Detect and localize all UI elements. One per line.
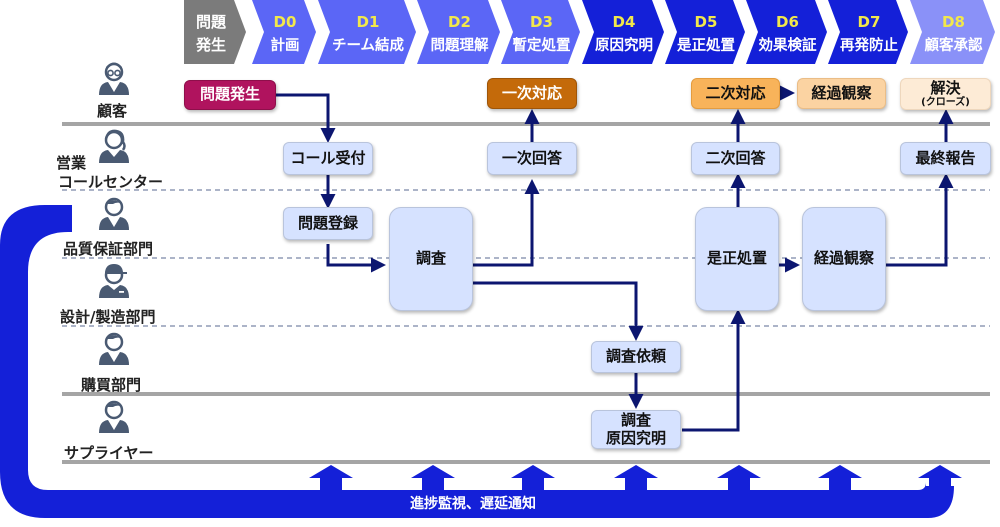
- lane-label-design-manufacturing: 設計/製造部門: [60, 308, 156, 326]
- header-step-label: 顧客承認: [925, 36, 983, 54]
- header-step-d1: [318, 0, 416, 64]
- header-step-d5: [665, 0, 745, 64]
- lane-label-purchasing: 購買部門: [81, 376, 142, 394]
- up-arrow-icon: [717, 465, 761, 492]
- header-step-label: 効果検証: [759, 36, 817, 54]
- lane-label-customer: 顧客: [97, 102, 128, 120]
- header-step-label: 計画: [271, 36, 300, 54]
- node-final-report[interactable]: 最終報告: [900, 142, 991, 175]
- node-resolved[interactable]: 解決 (クローズ): [900, 78, 991, 110]
- worker-cap-icon: [99, 264, 129, 298]
- header-start-line1: 問題: [196, 13, 227, 31]
- header-step-d2: [417, 0, 500, 64]
- node-supplier-investigation[interactable]: 調査 原因究明: [591, 410, 681, 449]
- node-supplier-investigation-line1: 調査: [620, 411, 651, 430]
- header-steps: 問題発生 D0 計画 D1 チーム結成 D2 問題理解 D3 暫定処置 D4 原因究明 D5 是正処置 D…: [184, 0, 995, 64]
- up-arrow-icon: [411, 465, 455, 492]
- connector-investigation-to-request: [472, 281, 644, 341]
- node-resolved-title: 解決: [930, 78, 961, 97]
- connector-investigation-to-first-answer: [472, 179, 540, 267]
- up-arrow-icon: [614, 465, 658, 492]
- node-call-intake[interactable]: コール受付: [283, 142, 373, 175]
- lane-label-supplier: サプライヤー: [64, 444, 154, 462]
- connector-followup-to-final-report: [886, 173, 954, 267]
- node-corrective-action[interactable]: 是正処置: [695, 207, 779, 311]
- header-step-code: D0: [274, 13, 297, 31]
- person-icon: [99, 332, 129, 365]
- header-step-code: D5: [695, 13, 718, 31]
- connector-supplier-to-corrective: [682, 309, 746, 432]
- node-investigation-request[interactable]: 調査依頼: [591, 341, 681, 373]
- up-arrow-icon: [918, 465, 962, 492]
- header-step-d4: [582, 0, 664, 64]
- header-step-label: 是正処置: [676, 36, 735, 54]
- header-step-d7: [828, 0, 908, 64]
- footer-progress-label: 進捗監視、遅延通知: [410, 496, 536, 512]
- header-step-code: D4: [613, 13, 636, 31]
- header-step-label: 問題理解: [431, 36, 489, 54]
- node-resolved-subtitle: (クローズ): [921, 96, 970, 108]
- header-step-code: D7: [858, 13, 881, 31]
- header-step-label: チーム結成: [332, 36, 405, 54]
- footer-up-arrows: [309, 465, 962, 492]
- node-follow-up-customer[interactable]: 経過観察: [797, 78, 886, 109]
- header-step-code: D8: [942, 13, 965, 31]
- node-first-answer[interactable]: 一次回答: [487, 142, 577, 175]
- node-problem-occurrence[interactable]: 問題発生: [184, 80, 276, 110]
- node-second-answer[interactable]: 二次回答: [691, 142, 780, 175]
- operator-headset-icon: [99, 129, 129, 163]
- header-step-d3: [501, 0, 580, 64]
- customer-with-glasses-icon: [99, 62, 129, 95]
- header-step-label: 再発防止: [840, 36, 898, 54]
- connector-problem-to-call: [276, 93, 336, 143]
- lane-label-sales-prefix: 営業: [56, 154, 87, 172]
- header-step-d6: [746, 0, 827, 64]
- connector-registration-to-investigation: [326, 244, 386, 273]
- up-arrow-icon: [309, 465, 353, 492]
- node-first-response[interactable]: 一次対応: [487, 78, 577, 109]
- node-investigation[interactable]: 調査: [389, 207, 473, 311]
- header-step-d8: [910, 0, 995, 64]
- node-problem-registration[interactable]: 問題登録: [283, 207, 373, 240]
- header-start-line2: 発生: [195, 36, 226, 54]
- header-step-code: D2: [448, 13, 471, 31]
- header-step-problem-occurrence: [184, 0, 246, 64]
- lane-label-call-center: コールセンター: [58, 173, 164, 191]
- header-step-code: D3: [530, 13, 553, 31]
- header-step-label: 原因究明: [595, 36, 653, 54]
- person-icon: [99, 197, 129, 230]
- header-step-label: 暫定処置: [513, 36, 571, 54]
- header-step-code: D6: [776, 13, 799, 31]
- person-icon: [99, 400, 129, 433]
- header-step-code: D1: [357, 13, 380, 31]
- node-supplier-investigation-line2: 原因究明: [605, 428, 666, 447]
- flow-connectors: [276, 85, 954, 432]
- up-arrow-icon: [818, 465, 862, 492]
- node-second-response[interactable]: 二次対応: [691, 78, 780, 109]
- up-arrow-icon: [511, 465, 555, 492]
- header-step-d0: [252, 0, 316, 64]
- node-follow-up-qa[interactable]: 経過観察: [802, 207, 886, 311]
- lane-label-quality-assurance: 品質保証部門: [63, 240, 154, 258]
